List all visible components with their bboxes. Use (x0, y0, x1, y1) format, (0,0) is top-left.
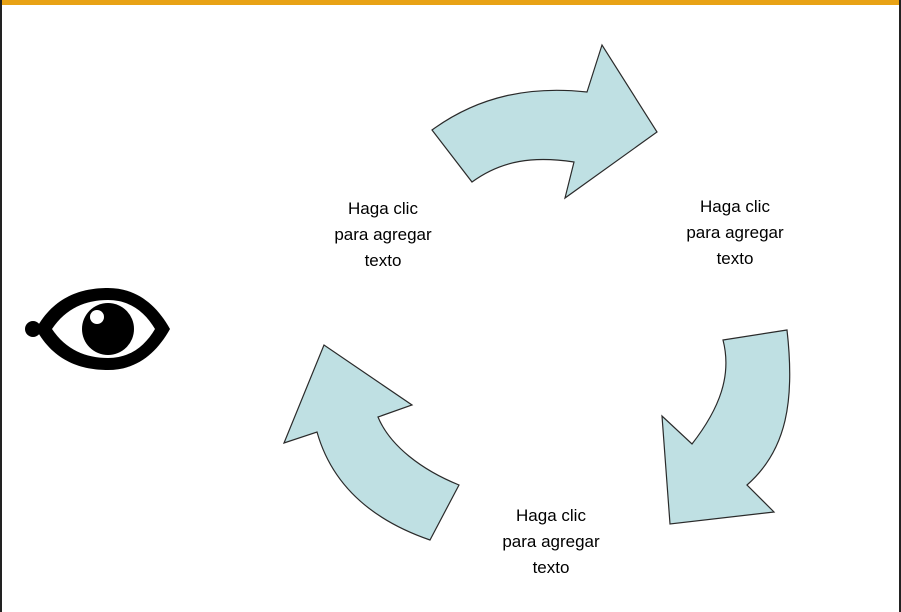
label-line-3: texto (364, 251, 402, 270)
label-line-2: para agregar (686, 223, 784, 242)
label-line-1: Haga clic (516, 506, 586, 525)
label-line-3: texto (716, 249, 754, 268)
label-line-1: Haga clic (348, 199, 418, 218)
accent-bar (2, 0, 899, 5)
label-line-2: para agregar (502, 532, 600, 551)
eye-icon (25, 288, 170, 370)
label-line-1: Haga clic (700, 197, 770, 216)
cycle-arrow-top[interactable] (431, 43, 658, 200)
cycle-label-top-left[interactable]: Haga clic para agregar texto (308, 196, 458, 274)
cycle-label-right[interactable]: Haga clic para agregar texto (660, 194, 810, 272)
label-line-3: texto (532, 558, 570, 577)
label-line-2: para agregar (334, 225, 432, 244)
cycle-label-bottom[interactable]: Haga clic para agregar texto (476, 503, 626, 581)
cycle-arrow-right[interactable] (661, 329, 791, 525)
cycle-arrow-left[interactable] (282, 344, 460, 541)
